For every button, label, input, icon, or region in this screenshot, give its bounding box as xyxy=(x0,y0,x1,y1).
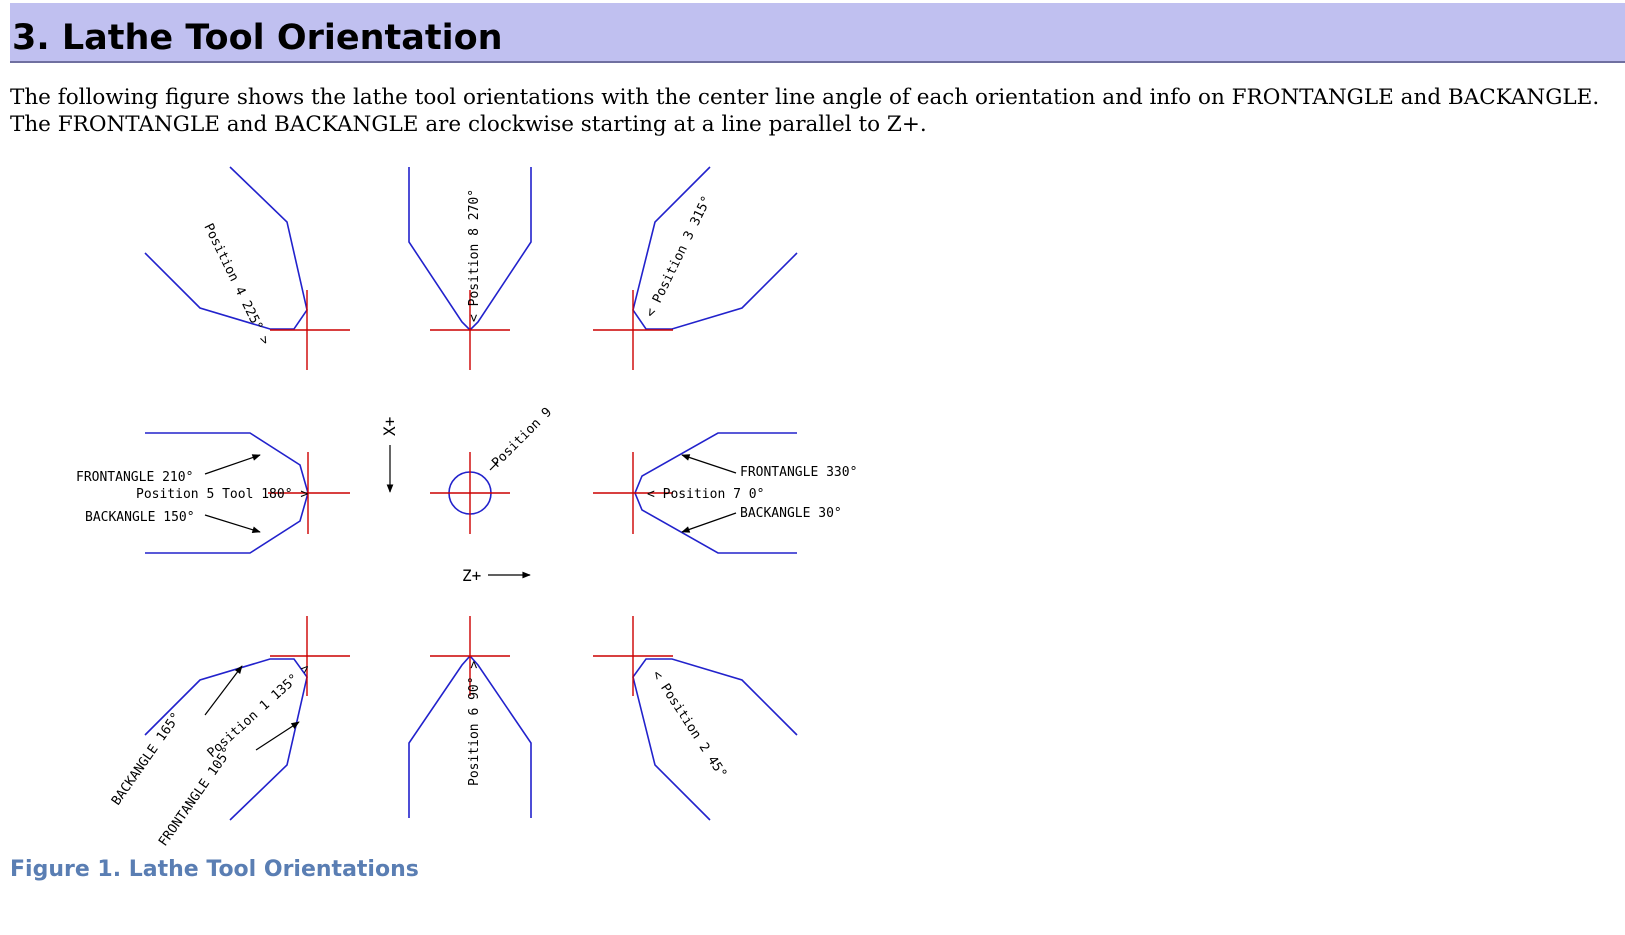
section-header: 3. Lathe Tool Orientation xyxy=(10,3,1625,63)
label-position-1: Position 1 135° > xyxy=(205,661,314,761)
label-position-8: < Position 8 270° xyxy=(467,189,482,322)
tool-position-3: < Position 3 315° xyxy=(593,166,798,370)
axis-x: X+ xyxy=(380,417,399,493)
lathe-orientation-diagram: Position 4 225° > < Position 8 270° < Po… xyxy=(76,166,857,849)
tool-position-1: Position 1 135° > BACKANGLE 165° FRONTAN… xyxy=(109,616,350,849)
label-position-5-front: FRONTANGLE 210° xyxy=(76,470,193,485)
label-position-6: Position 6 90° > xyxy=(467,661,482,786)
label-position-7-front: FRONTANGLE 330° xyxy=(740,465,857,480)
label-position-3: < Position 3 315° xyxy=(643,194,715,320)
tool-position-8: < Position 8 270° xyxy=(408,167,532,370)
intro-paragraph: The following figure shows the lathe too… xyxy=(10,85,1600,137)
label-axis-x: X+ xyxy=(380,417,399,436)
label-position-9: Position 9 xyxy=(489,405,555,471)
tool-position-4: Position 4 225° > xyxy=(144,166,350,370)
label-position-5-back: BACKANGLE 150° xyxy=(85,510,195,525)
tool-position-9: Position 9 xyxy=(430,405,555,534)
tool-position-2: < Position 2 45° xyxy=(593,616,798,821)
label-position-5: Position 5 Tool 180° > xyxy=(136,487,308,502)
tool-position-7: FRONTANGLE 330° < Position 7 0° BACKANGL… xyxy=(593,432,857,554)
label-position-1-front: FRONTANGLE 105° xyxy=(156,745,236,850)
tool-position-6: Position 6 90° > xyxy=(408,616,532,818)
tool-position-5: FRONTANGLE 210° Position 5 Tool 180° > B… xyxy=(76,432,350,554)
figure: Position 4 225° > < Position 8 270° < Po… xyxy=(60,160,900,860)
label-axis-z: Z+ xyxy=(462,566,481,585)
label-position-7-back: BACKANGLE 30° xyxy=(740,506,842,521)
figure-caption: Figure 1. Lathe Tool Orientations xyxy=(10,857,419,882)
section-title: 3. Lathe Tool Orientation xyxy=(12,18,503,58)
label-position-7: < Position 7 0° xyxy=(647,487,764,502)
label-position-4: Position 4 225° > xyxy=(200,221,272,347)
label-position-1-back: BACKANGLE 165° xyxy=(109,710,184,808)
axis-z: Z+ xyxy=(462,566,531,585)
label-position-2: < Position 2 45° xyxy=(649,668,730,781)
